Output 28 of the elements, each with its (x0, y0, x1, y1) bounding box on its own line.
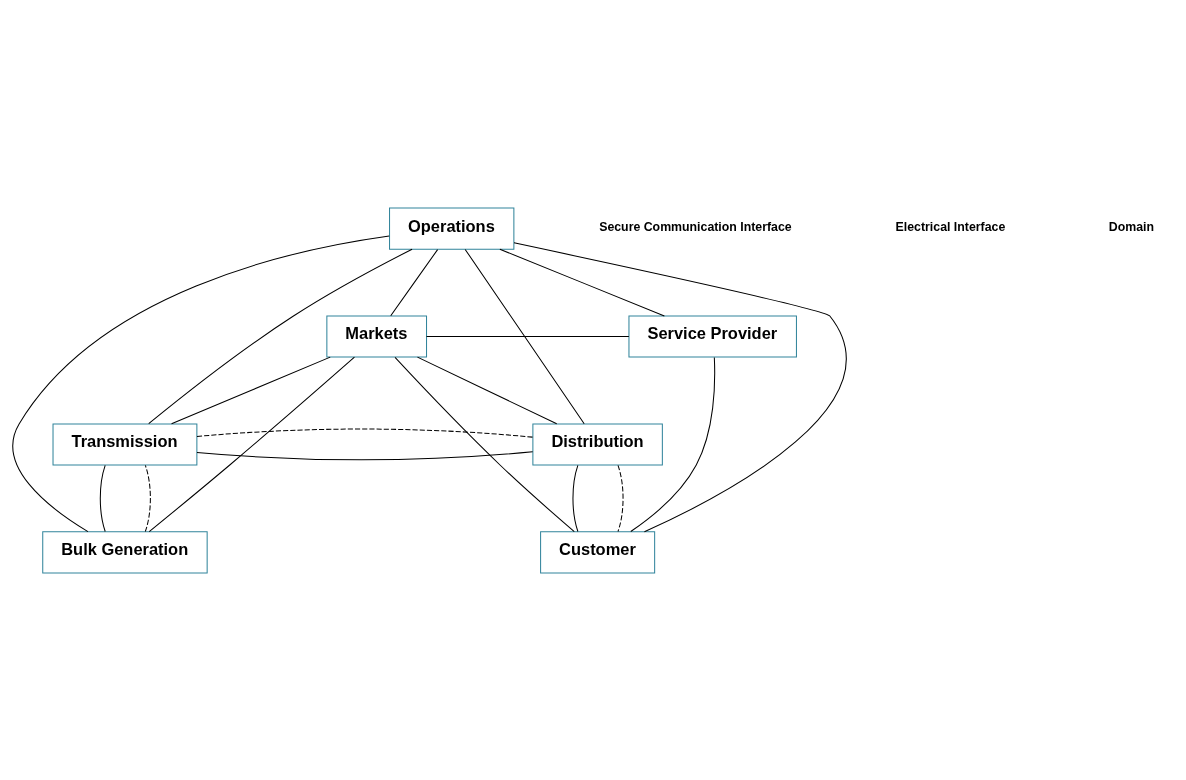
node-box: Service Provider (628, 315, 797, 358)
node-box: Markets (326, 315, 428, 358)
connector (572, 464, 579, 532)
connector (148, 248, 413, 424)
node-box: Bulk Generation (42, 530, 208, 573)
legend-label: Secure Communication Interface (599, 219, 792, 234)
connector (196, 428, 534, 438)
connector (464, 248, 585, 424)
connector (499, 248, 665, 316)
connector (513, 241, 847, 532)
connector (144, 464, 151, 532)
connector (148, 356, 355, 532)
legend-label: Electrical Interface (895, 219, 1006, 234)
node-box: Transmission (52, 422, 198, 465)
connector (196, 450, 534, 460)
connector (617, 464, 624, 532)
node-box: Operations (389, 207, 515, 250)
connector (390, 248, 439, 316)
node-box: Distribution (532, 422, 663, 465)
connector (394, 356, 575, 532)
connector (12, 234, 390, 532)
connector (416, 356, 558, 424)
connector (171, 356, 331, 424)
legend-label: Domain (1108, 219, 1155, 234)
connector (426, 335, 630, 337)
connector (99, 464, 106, 532)
connector (630, 356, 716, 532)
node-box: Customer (540, 530, 656, 573)
